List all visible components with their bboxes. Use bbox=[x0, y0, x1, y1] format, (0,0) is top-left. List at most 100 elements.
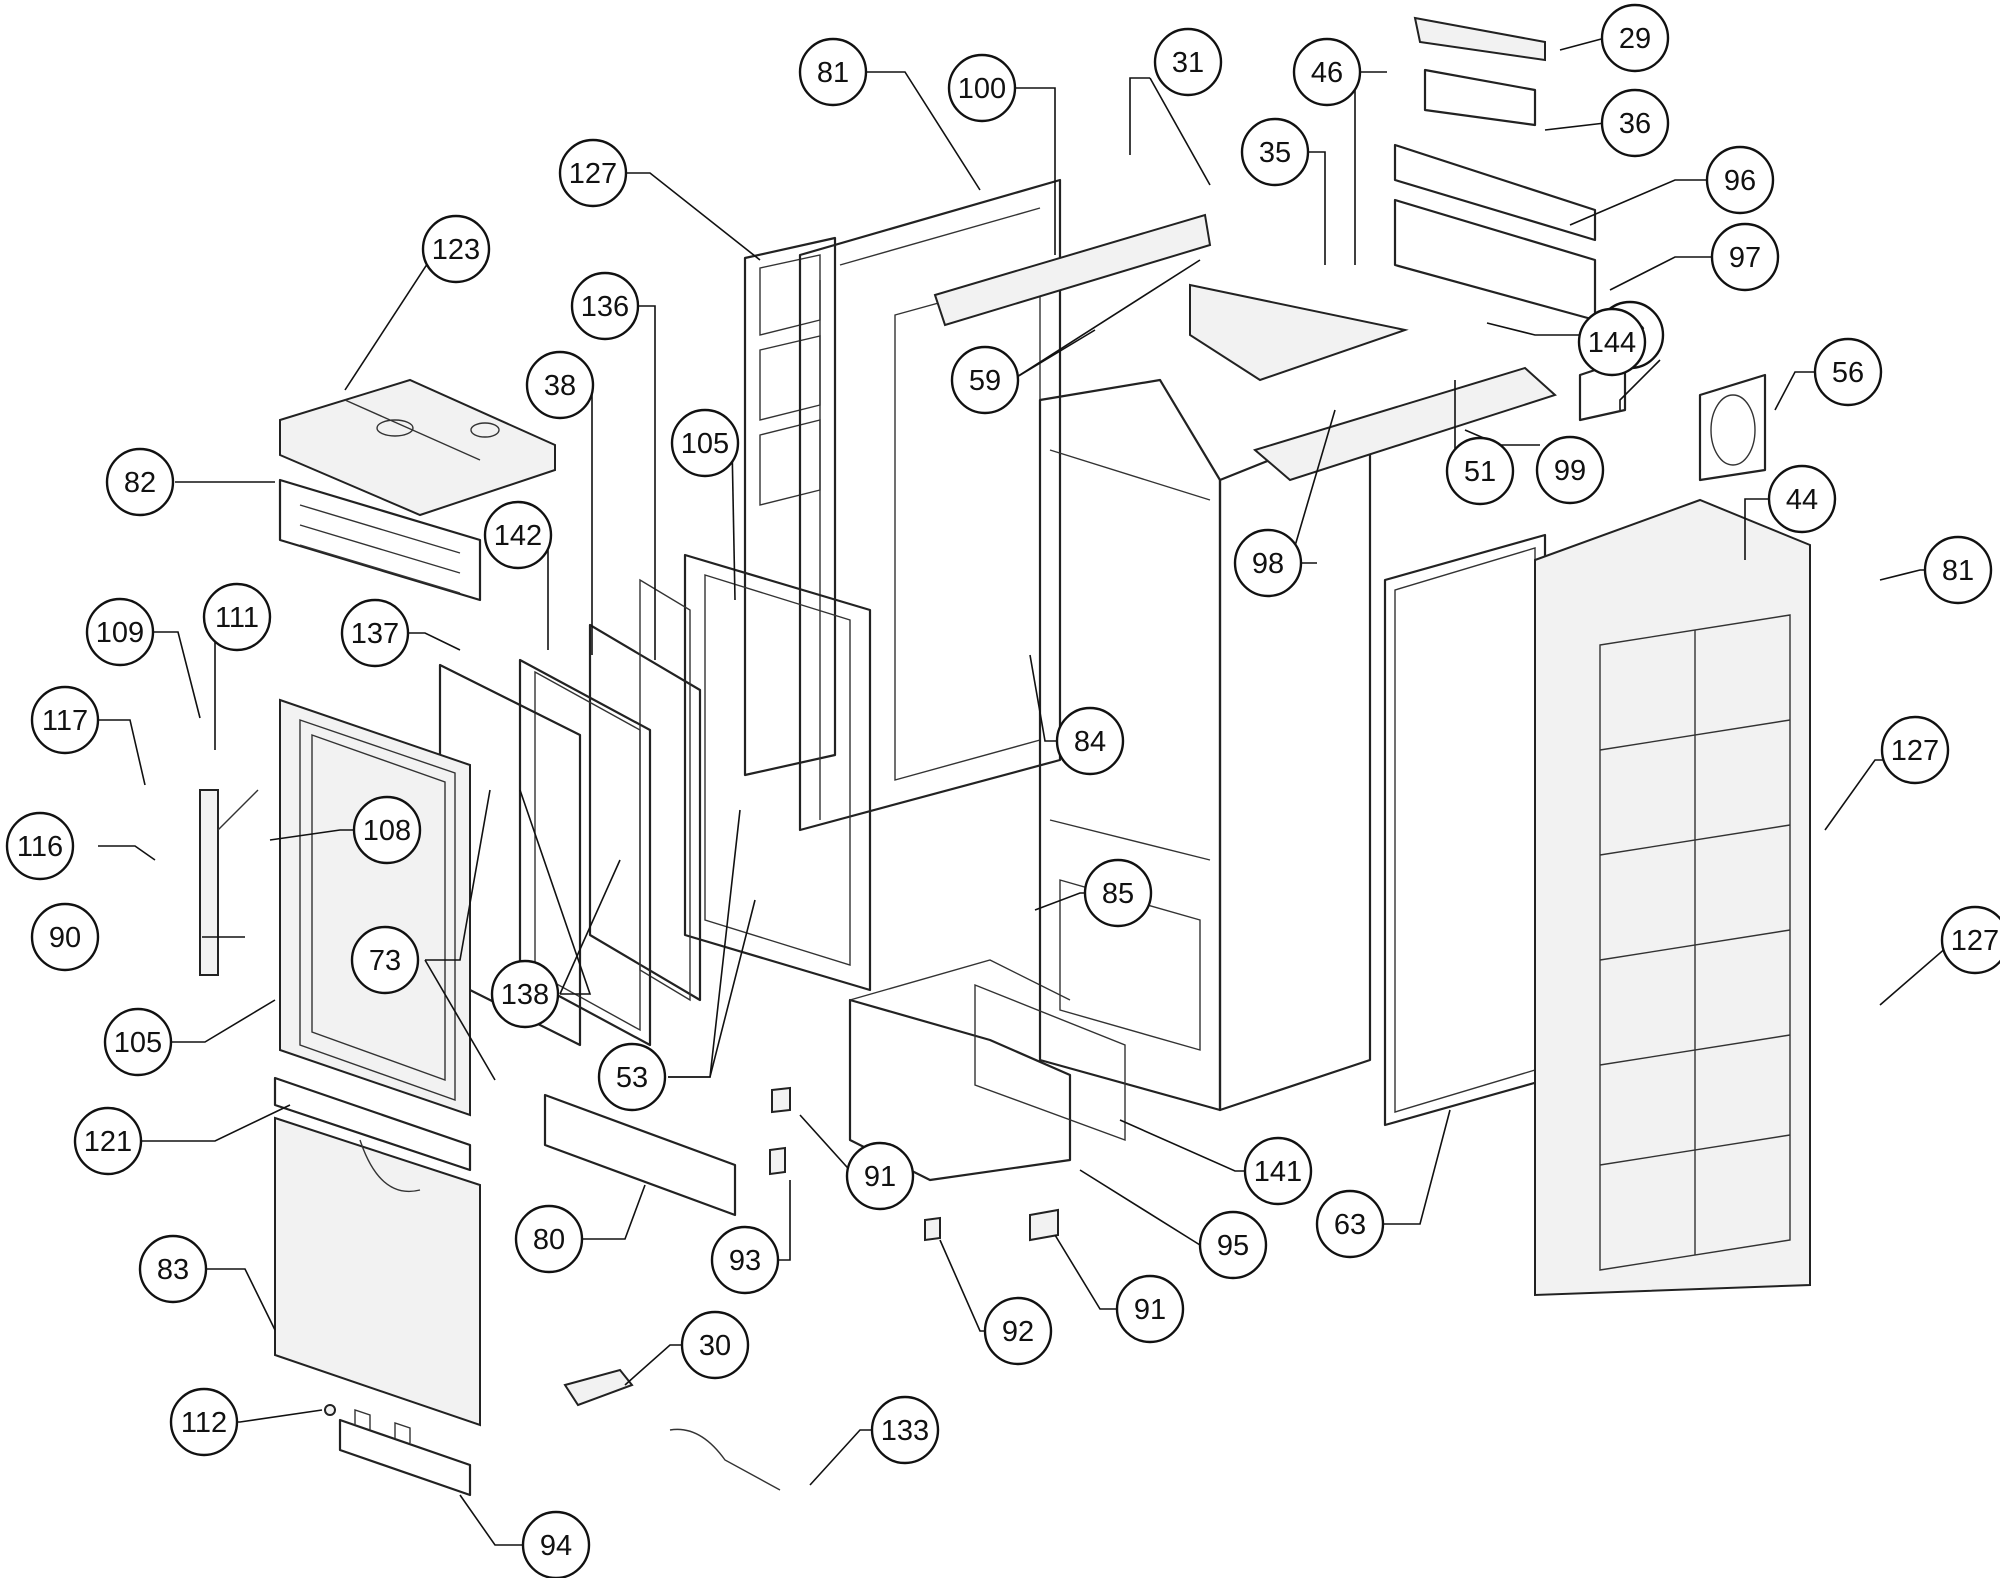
callout-141: 141 bbox=[1243, 1136, 1313, 1206]
callout-circle bbox=[1940, 905, 2000, 975]
callout-label: 100 bbox=[958, 73, 1006, 105]
callout-90: 90 bbox=[30, 902, 100, 972]
callout-circle bbox=[1445, 436, 1515, 506]
callout-81-top: 81 bbox=[798, 37, 868, 107]
callout-label: 30 bbox=[699, 1330, 731, 1362]
callout-label: 80 bbox=[533, 1224, 565, 1256]
callout-label: 36 bbox=[1619, 108, 1651, 140]
callout-53: 53 bbox=[597, 1042, 667, 1112]
callout-circle bbox=[85, 597, 155, 667]
gasket-141-part bbox=[974, 983, 1126, 1142]
callout-circle bbox=[30, 685, 100, 755]
callout-label: 93 bbox=[729, 1245, 761, 1277]
callout-circle bbox=[350, 925, 420, 995]
front-door-part bbox=[279, 698, 471, 1117]
callout-label: 81 bbox=[1942, 555, 1974, 587]
callout-127-mid: 127 bbox=[1880, 715, 1950, 785]
callout-63: 63 bbox=[1315, 1189, 1385, 1259]
callout-label: 91 bbox=[864, 1161, 896, 1193]
callout-circle bbox=[597, 1042, 667, 1112]
callout-56: 56 bbox=[1813, 337, 1883, 407]
callout-94: 94 bbox=[521, 1510, 591, 1578]
callout-81-right: 81 bbox=[1923, 535, 1993, 605]
callout-label: 90 bbox=[49, 922, 81, 954]
callout-59: 59 bbox=[950, 345, 1020, 415]
callout-label: 63 bbox=[1334, 1209, 1366, 1241]
callout-circle bbox=[845, 1141, 915, 1211]
callout-circle bbox=[525, 350, 595, 420]
callout-36: 36 bbox=[1600, 88, 1670, 158]
callout-circle bbox=[947, 53, 1017, 123]
callout-137: 137 bbox=[340, 598, 410, 668]
callout-46-top: 46 bbox=[1292, 37, 1362, 107]
callout-label: 133 bbox=[881, 1415, 929, 1447]
callout-circle bbox=[1083, 858, 1153, 928]
callout-label: 35 bbox=[1259, 137, 1291, 169]
callout-circle bbox=[1115, 1274, 1185, 1344]
callout-105-top: 105 bbox=[670, 408, 740, 478]
callout-label: 137 bbox=[351, 618, 399, 650]
callout-circle bbox=[138, 1234, 208, 1304]
right-gasket-frame-part bbox=[1383, 533, 1547, 1127]
callout-circle bbox=[521, 1510, 591, 1578]
callout-label: 108 bbox=[363, 815, 411, 847]
callout-circle bbox=[490, 959, 560, 1029]
callout-circle bbox=[1198, 1210, 1268, 1280]
callout-circle bbox=[1315, 1189, 1385, 1259]
callout-label: 138 bbox=[501, 979, 549, 1011]
callout-83: 83 bbox=[138, 1234, 208, 1304]
callout-30: 30 bbox=[680, 1310, 750, 1380]
callout-91-a: 91 bbox=[845, 1141, 915, 1211]
callout-31: 31 bbox=[1153, 27, 1223, 97]
callout-80: 80 bbox=[514, 1204, 584, 1274]
callout-144: 144 bbox=[1577, 307, 1647, 377]
callout-91-b: 91 bbox=[1115, 1274, 1185, 1344]
callout-116: 116 bbox=[5, 811, 75, 881]
callout-label: 111 bbox=[215, 602, 259, 634]
front-grille-part bbox=[278, 478, 482, 602]
callout-label: 142 bbox=[494, 520, 542, 552]
callout-circle bbox=[169, 1387, 239, 1457]
callout-label: 97 bbox=[1729, 242, 1761, 274]
callout-label: 127 bbox=[1951, 925, 1999, 957]
callout-127-low: 127 bbox=[1940, 905, 2000, 975]
callout-label: 144 bbox=[1588, 327, 1636, 359]
glass-and-gaskets-part bbox=[438, 578, 702, 1047]
callout-label: 29 bbox=[1619, 23, 1651, 55]
callout-label: 84 bbox=[1074, 726, 1106, 758]
small-plates-part bbox=[1578, 358, 1767, 482]
callout-circle bbox=[798, 37, 868, 107]
callout-circle bbox=[1880, 715, 1950, 785]
callout-circle bbox=[1577, 307, 1647, 377]
small-accessories-part bbox=[324, 1368, 781, 1491]
callout-label: 82 bbox=[124, 467, 156, 499]
callout-38: 38 bbox=[525, 350, 595, 420]
callout-136: 136 bbox=[570, 271, 640, 341]
callout-circle bbox=[1535, 435, 1605, 505]
callout-label: 127 bbox=[569, 158, 617, 190]
callout-label: 116 bbox=[17, 831, 63, 863]
callout-label: 117 bbox=[42, 705, 88, 737]
callout-label: 56 bbox=[1832, 357, 1864, 389]
top-cover-part bbox=[279, 378, 556, 517]
callout-circle bbox=[421, 214, 491, 284]
callout-circle bbox=[680, 1310, 750, 1380]
callout-label: 94 bbox=[540, 1530, 572, 1562]
callout-label: 99 bbox=[1554, 455, 1586, 487]
right-side-panel-part bbox=[1534, 498, 1811, 1297]
callout-bubbles: 2936969746461445635311008112712313638105… bbox=[5, 3, 2000, 1578]
inner-door-frame-part bbox=[683, 553, 872, 992]
callout-circle bbox=[5, 811, 75, 881]
top-rails-part bbox=[933, 213, 1557, 482]
callout-label: 44 bbox=[1786, 484, 1818, 516]
callout-label: 123 bbox=[432, 234, 480, 266]
callout-105-bot: 105 bbox=[103, 1007, 173, 1077]
callout-circle bbox=[1153, 27, 1223, 97]
callout-96: 96 bbox=[1705, 145, 1775, 215]
callout-82: 82 bbox=[105, 447, 175, 517]
callout-circle bbox=[1923, 535, 1993, 605]
callout-circle bbox=[1813, 337, 1883, 407]
callout-label: 91 bbox=[1134, 1294, 1166, 1326]
callout-circle bbox=[103, 1007, 173, 1077]
parts-drawing bbox=[199, 16, 1811, 1497]
